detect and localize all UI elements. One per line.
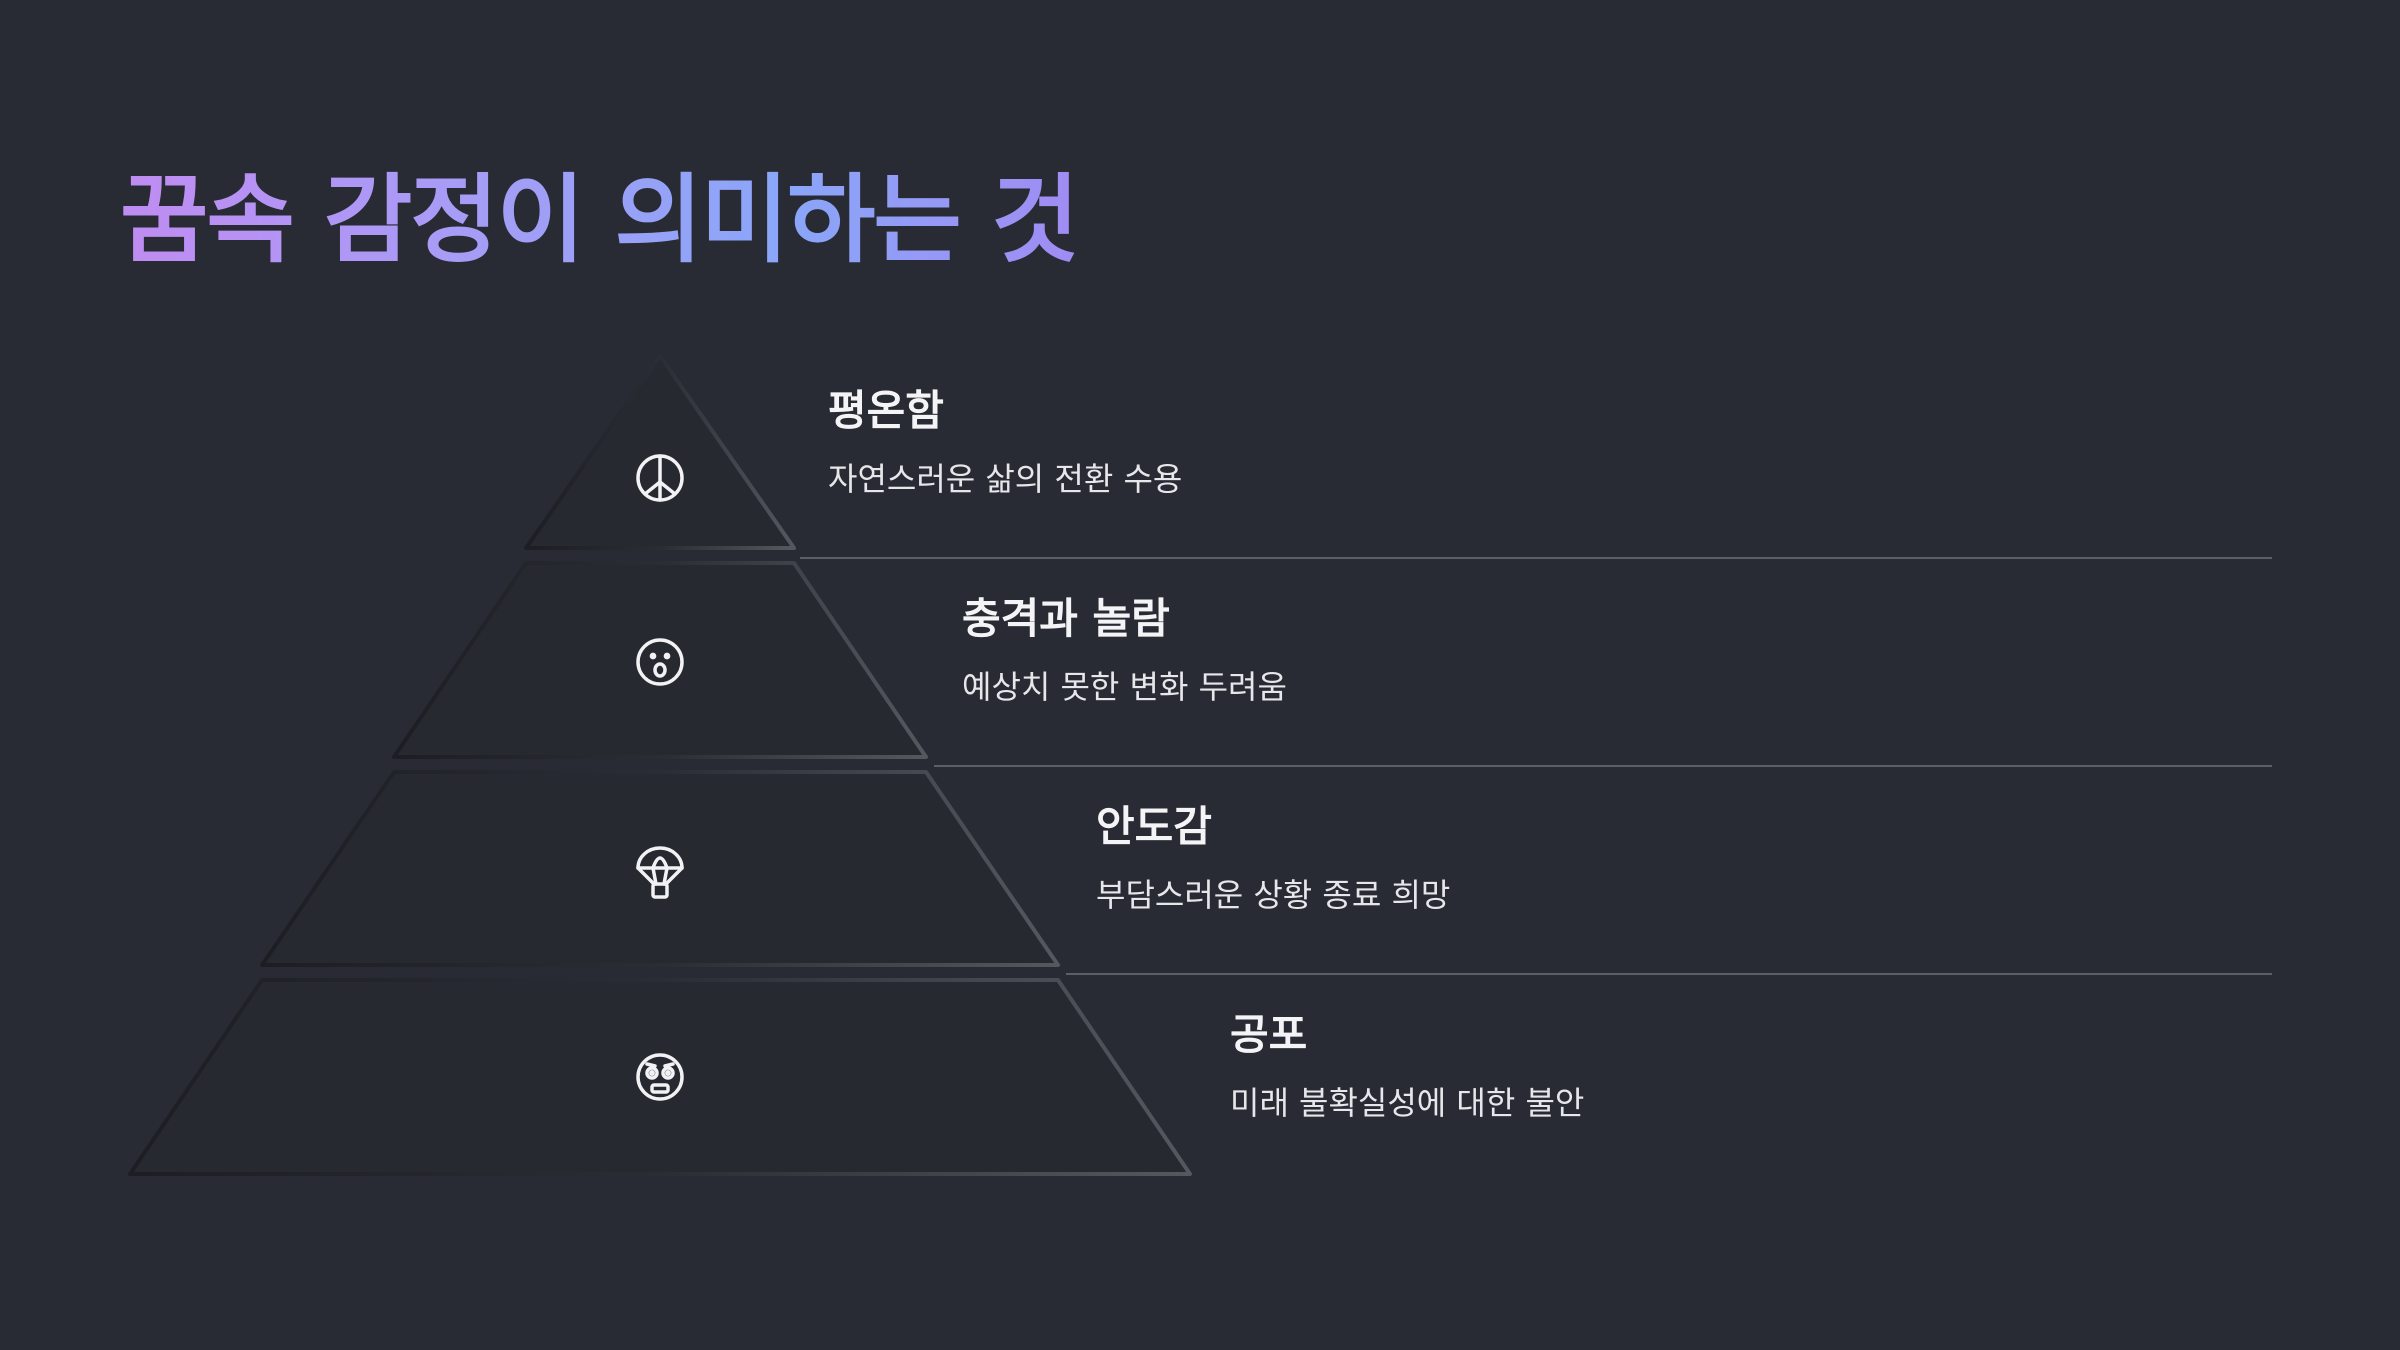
- pyramid-layer-2: [392, 561, 928, 762]
- layer-description: 예상치 못한 변화 두려움: [962, 668, 1287, 707]
- divider-2: [934, 765, 2272, 767]
- pyramid-layer-1: [524, 354, 796, 553]
- divider-3: [1066, 973, 2272, 975]
- layer-title: 충격과 놀람: [962, 594, 1170, 643]
- layer-label-4: 공포 미래 불확실성에 대한 불안: [1230, 1010, 1584, 1123]
- layer-title: 공포: [1230, 1010, 1308, 1059]
- layer-description: 자연스러운 삶의 전환 수용: [828, 460, 1183, 499]
- pyramid-layer-3: [260, 770, 1060, 970]
- page-title: 꿈속 감정이 의미하는 것: [120, 164, 1079, 276]
- peace-icon: [636, 454, 684, 502]
- layer-label-3: 안도감 부담스러운 상황 종료 희망: [1096, 802, 1450, 915]
- fearful-face-icon: [636, 1053, 684, 1101]
- pyramid-layer-4: [128, 978, 1192, 1179]
- layer-title: 안도감: [1096, 802, 1212, 851]
- layer-description: 부담스러운 상황 종료 희망: [1096, 876, 1451, 915]
- layer-description: 미래 불확실성에 대한 불안: [1230, 1084, 1585, 1123]
- parachute-icon: [636, 846, 684, 899]
- layer-label-2: 충격과 놀람 예상치 못한 변화 두려움: [962, 594, 1287, 707]
- divider-1: [800, 557, 2272, 559]
- surprised-face-icon: [636, 638, 684, 686]
- layer-label-1: 평온함 자연스러운 삶의 전환 수용: [828, 386, 1182, 499]
- layer-title: 평온함: [828, 386, 944, 435]
